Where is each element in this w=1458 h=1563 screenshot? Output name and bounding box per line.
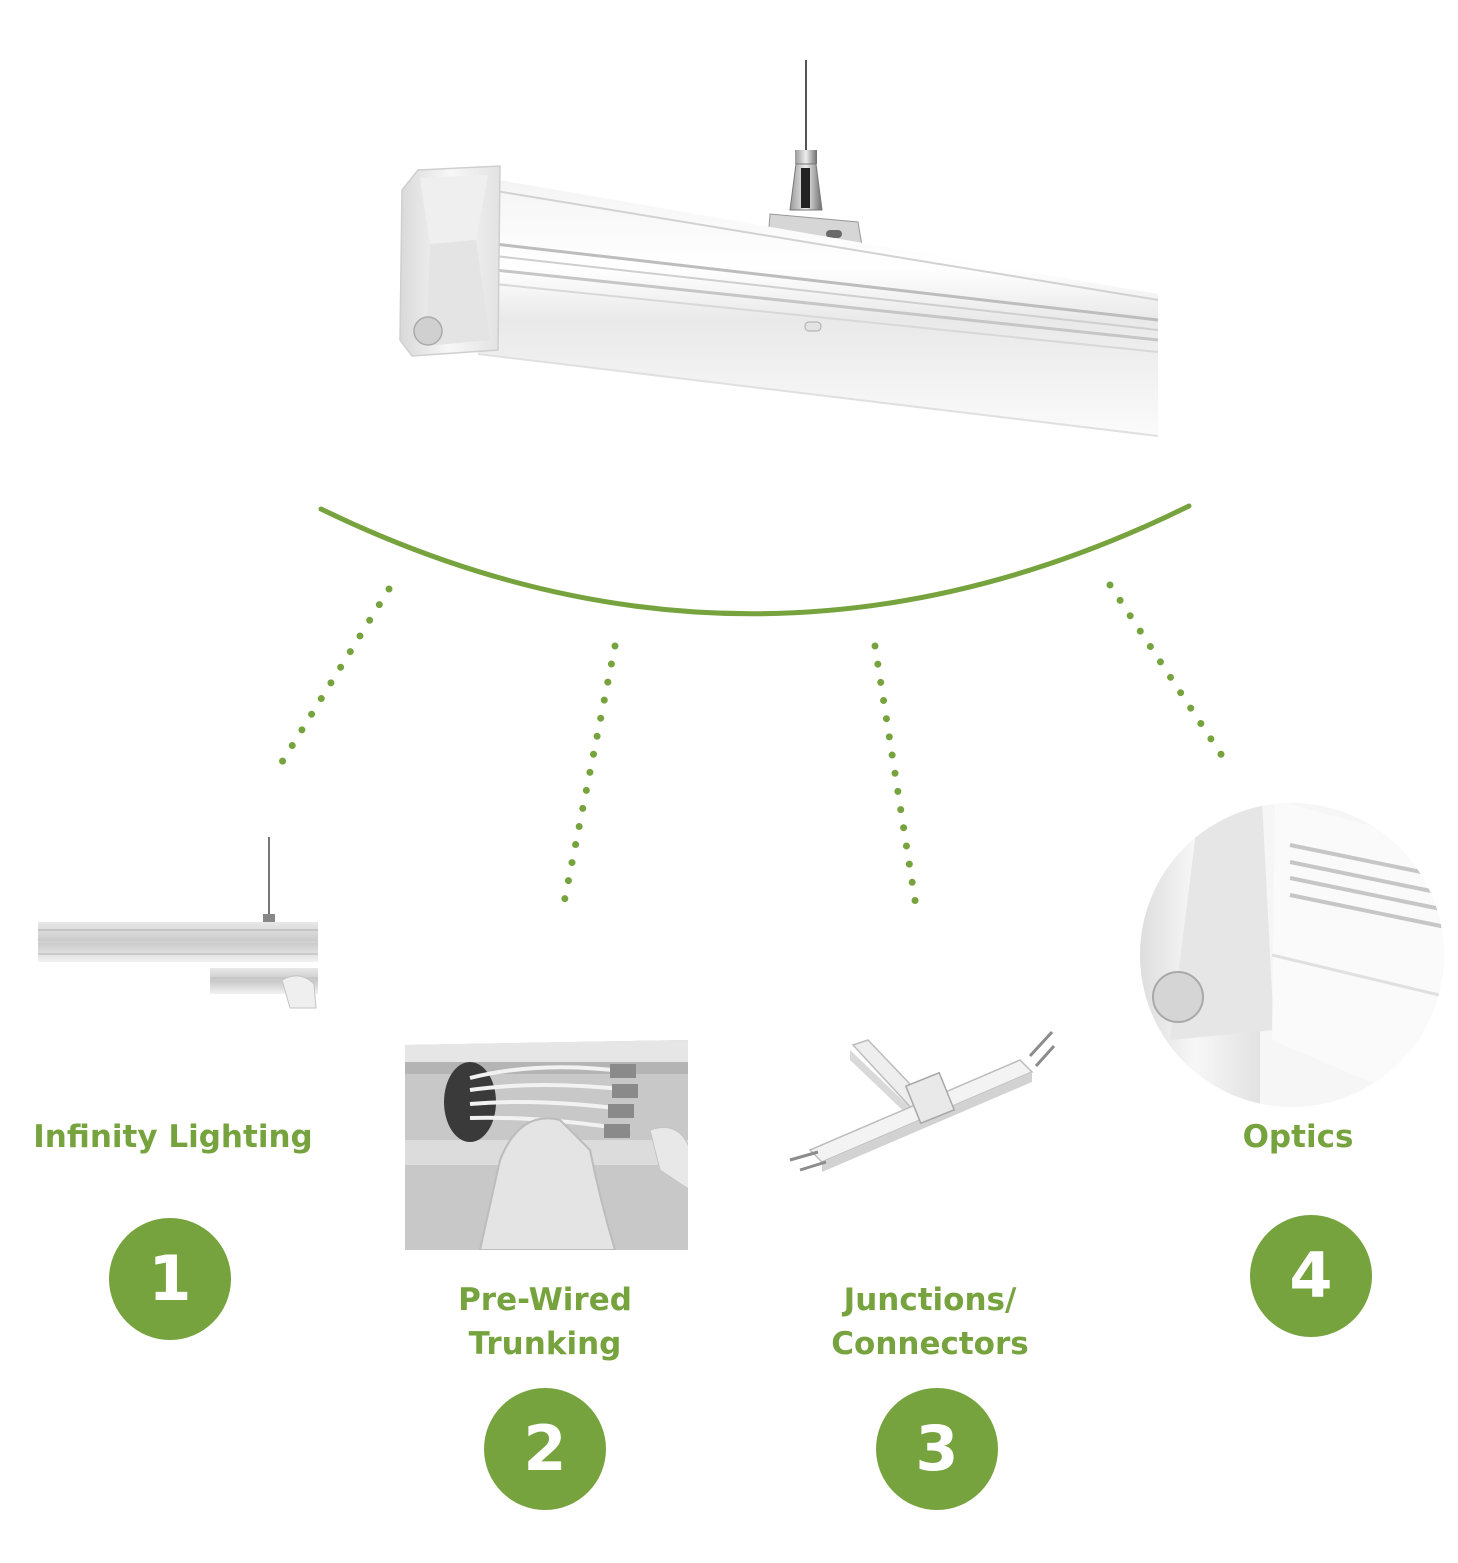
number-badge-2: 2 [484, 1388, 606, 1510]
main-luminaire-image [399, 60, 1159, 437]
number-badge-4: 4 [1250, 1215, 1372, 1337]
connector-arc [318, 503, 1192, 617]
number-badge-1: 1 [109, 1218, 231, 1340]
label-pre-wired-trunking: Pre-Wired Trunking [458, 1282, 632, 1362]
number-badge-3: 3 [876, 1388, 998, 1510]
dotted-line-4 [1106, 581, 1234, 772]
label-infinity-lighting: Infinity Lighting [33, 1119, 313, 1155]
junctions-connectors-image [789, 1030, 1056, 1172]
dotted-line-1 [270, 585, 393, 779]
infinity-lighting-image [38, 837, 318, 1009]
optics-image [1140, 803, 1444, 1107]
dotted-line-2 [558, 642, 619, 917]
label-junctions-connectors: Junctions/ Connectors [831, 1282, 1029, 1362]
label-optics: Optics [1242, 1119, 1354, 1155]
pre-wired-trunking-image [405, 1040, 688, 1250]
dotted-line-3 [871, 642, 921, 917]
